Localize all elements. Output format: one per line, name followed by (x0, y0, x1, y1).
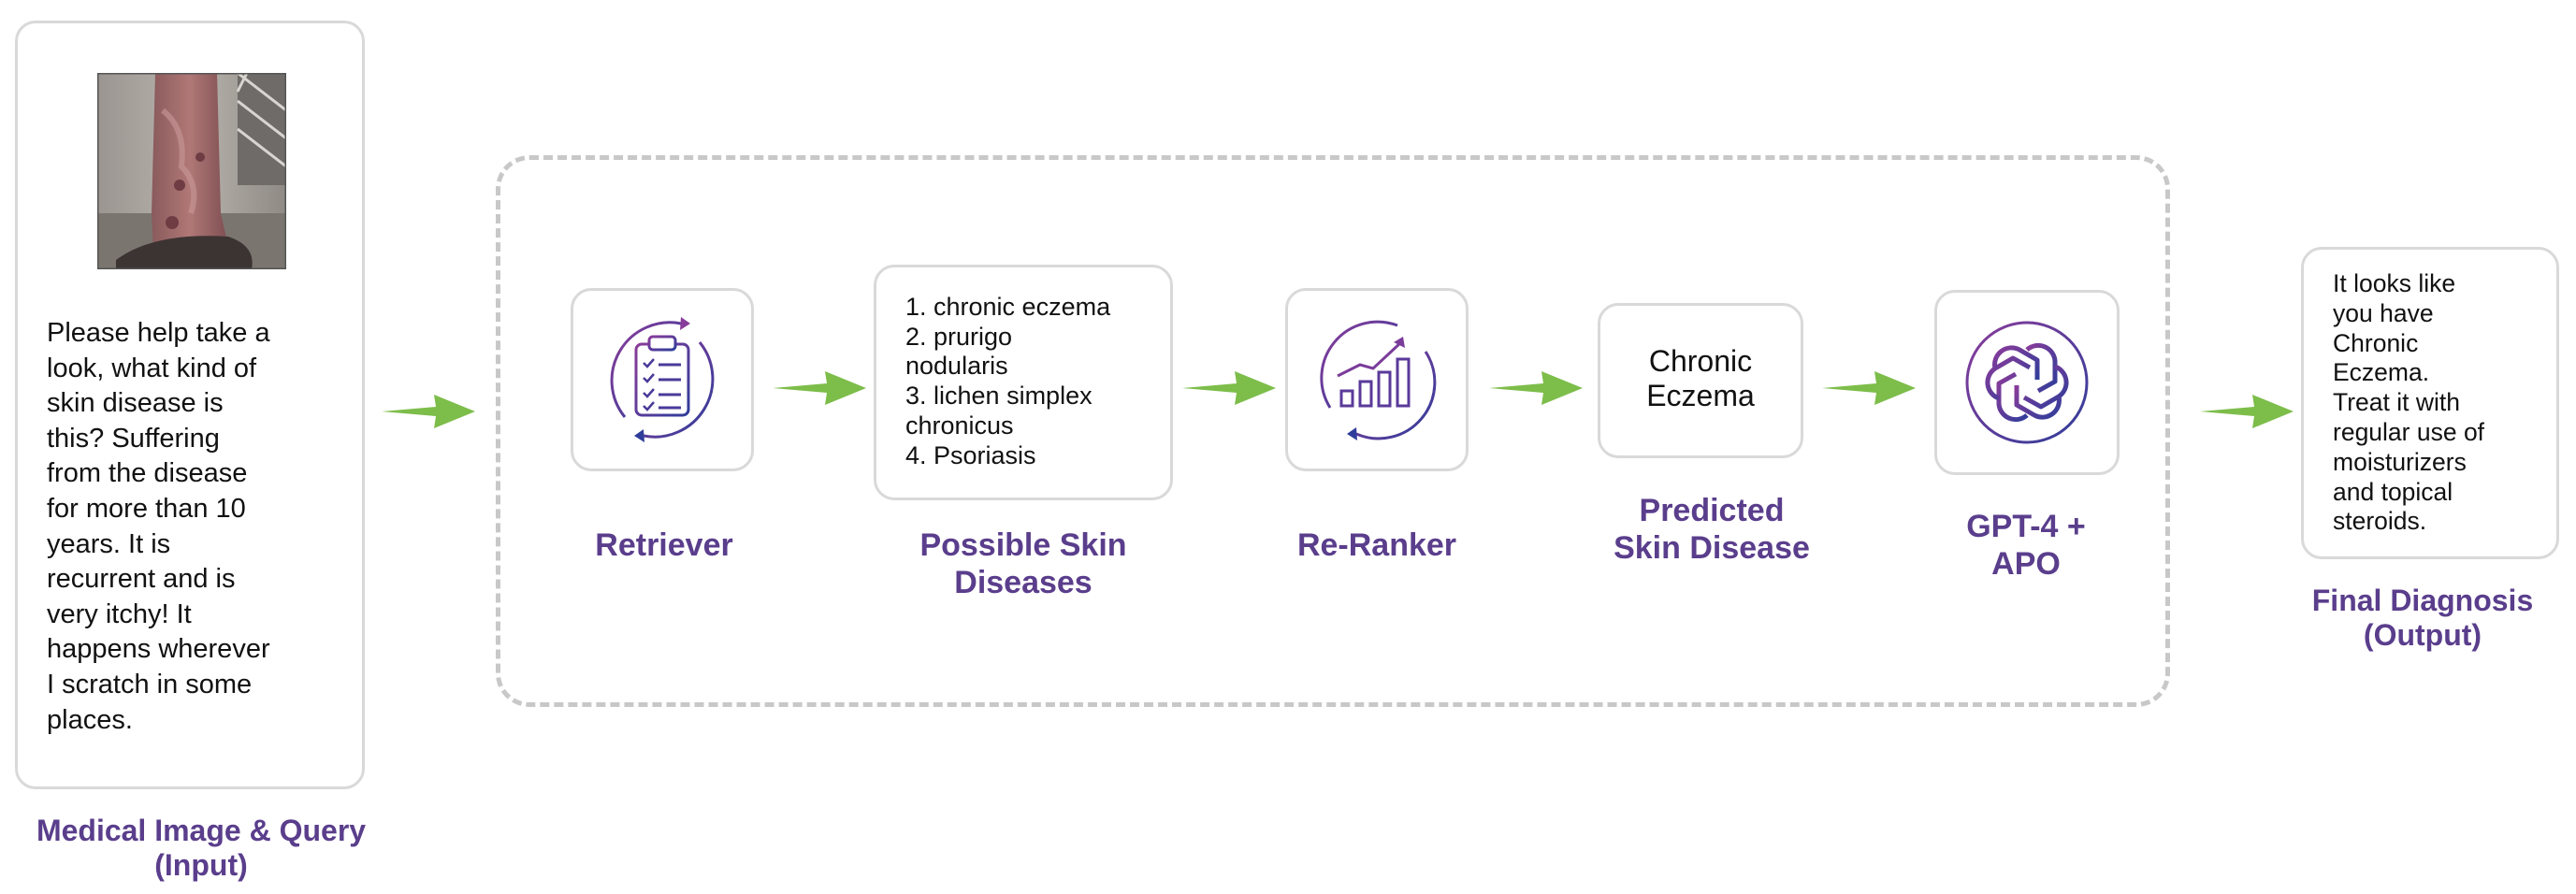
gpt-label: GPT-4 + APO (1966, 509, 2086, 582)
output-label: Final Diagnosis (Output) (2311, 584, 2534, 652)
reranker-box (1285, 288, 1469, 471)
possible-diseases-box (874, 265, 1173, 500)
openai-knot-icon (1965, 321, 2089, 444)
pipeline-container (496, 155, 2170, 707)
predicted-label: Predicted Skin Disease (1614, 493, 1810, 566)
output-box (2301, 247, 2559, 559)
input-query-text: Please help take a look, what kind of sk… (47, 318, 270, 735)
possible-diseases-list: 1. chronic eczema 2. prurigo nodularis 3… (905, 293, 1111, 469)
output-diagnosis-text: It looks like you have Chronic Eczema. T… (2333, 269, 2485, 536)
arrow-possible-to-reranker (1182, 371, 1276, 405)
reranker-label: Re-Ranker (1296, 527, 1457, 563)
gpt-box (1934, 290, 2120, 475)
bar-chart-cycle-icon (1320, 320, 1437, 440)
arrow-pipeline-to-output (2200, 395, 2294, 428)
arrow-predicted-to-gpt (1822, 371, 1916, 405)
skin-photo (97, 73, 286, 269)
predicted-box (1598, 303, 1803, 458)
retriever-label: Retriever (595, 527, 733, 563)
arrow-retriever-to-possible (773, 371, 866, 405)
input-label: Medical Image & Query (Input) (36, 814, 367, 882)
arrow-reranker-to-predicted (1489, 371, 1583, 405)
predicted-value: Chronic Eczema (1646, 344, 1755, 412)
possible-diseases-label: Possible Skin Diseases (919, 527, 1127, 600)
arrow-input-to-pipeline (382, 395, 475, 428)
clipboard-checklist-icon (610, 317, 715, 442)
